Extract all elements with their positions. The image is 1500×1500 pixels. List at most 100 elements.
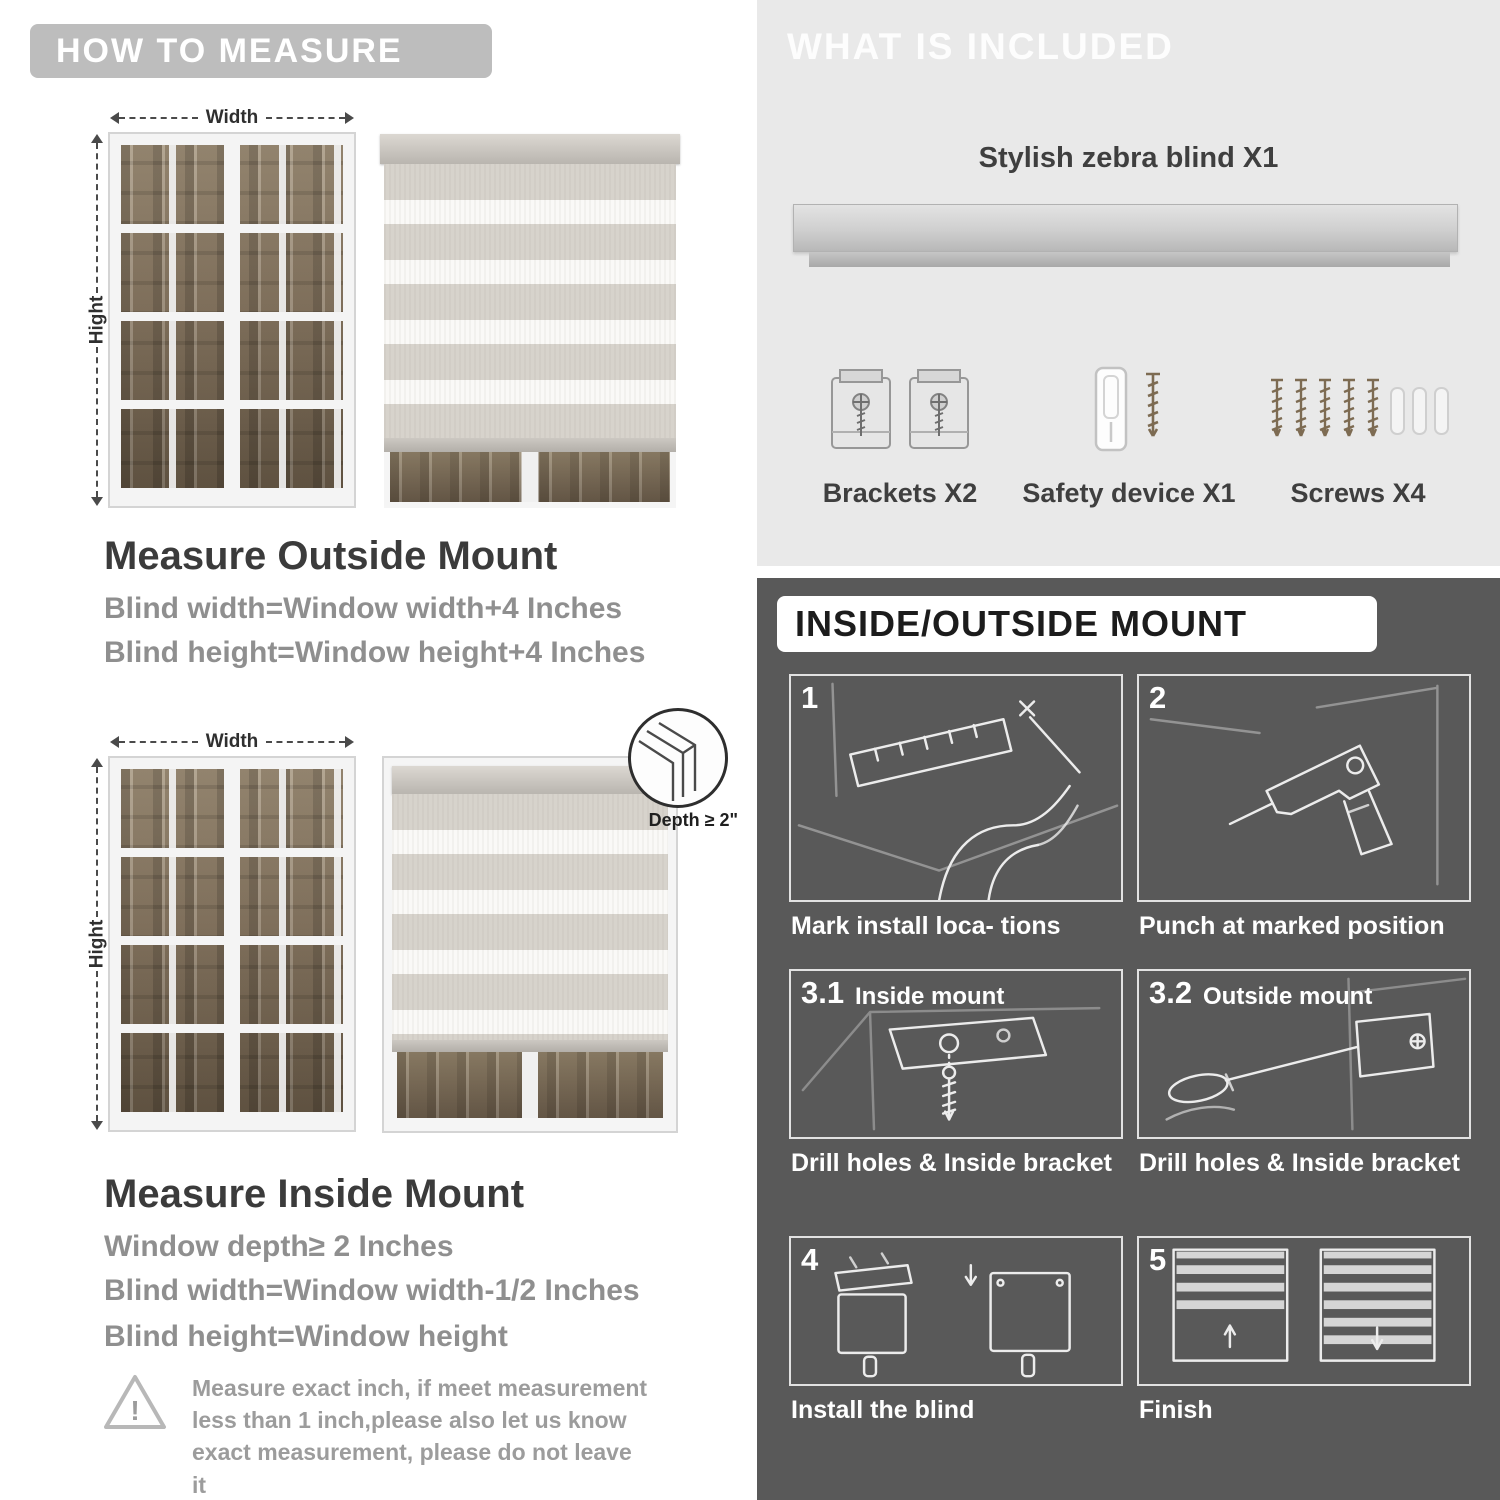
inside-formula-height: Blind height=Window height bbox=[104, 1320, 508, 1353]
inside-outside-mount-title: INSIDE/OUTSIDE MOUNT bbox=[795, 603, 1248, 644]
step-caption: Drill holes & Inside bracket bbox=[791, 1149, 1112, 1177]
warning-icon: ! bbox=[104, 1375, 166, 1429]
blind-bottomrail bbox=[384, 438, 676, 452]
mount-type-label: Inside mount bbox=[855, 983, 1005, 1010]
how-to-measure-title-bar: HOW TO MEASURE bbox=[30, 24, 492, 78]
step-number: 3.2 bbox=[1149, 975, 1193, 1010]
brackets-item: Brackets X2 bbox=[787, 362, 1013, 509]
step-3-1-panel: 3.1 Inside mount bbox=[789, 969, 1123, 1139]
arrow-left-icon bbox=[110, 112, 119, 124]
screws-icon bbox=[1269, 378, 1449, 438]
mount-steps-grid: 1 bbox=[789, 674, 1471, 1425]
blind-stripes bbox=[384, 164, 676, 438]
window-under-blind bbox=[392, 1052, 668, 1123]
step-number: 1 bbox=[801, 680, 819, 715]
mount-steps-panel: INSIDE/OUTSIDE MOUNT 1 bbox=[757, 578, 1500, 1500]
width-label: Width bbox=[205, 731, 259, 752]
step-2: 2 Pun bbox=[1137, 674, 1471, 941]
inside-mount-heading: Measure Inside Mount bbox=[104, 1172, 525, 1216]
height-dimension: Hight bbox=[84, 134, 110, 506]
step-caption: Mark install loca- tions bbox=[791, 912, 1061, 940]
step-1-panel: 1 bbox=[789, 674, 1123, 902]
install-blind-illustration bbox=[834, 1252, 1071, 1378]
step-4: 4 Install the b bbox=[789, 1236, 1123, 1425]
step-caption: Drill holes & Inside bracket bbox=[1139, 1149, 1460, 1177]
height-label: Hight bbox=[86, 295, 108, 345]
drill-illustration bbox=[1149, 684, 1439, 886]
step-number: 5 bbox=[1149, 1242, 1167, 1277]
step-4-panel: 4 bbox=[789, 1236, 1123, 1386]
step-5-panel: 5 bbox=[1137, 1236, 1471, 1386]
inside-mount-figure: Width Hight bbox=[84, 708, 738, 1131]
depth-detail-magnifier bbox=[628, 708, 728, 808]
mark-location-illustration bbox=[797, 682, 1119, 900]
included-parts-row: Brackets X2 Safety device X1 bbox=[787, 362, 1471, 509]
step-1: 1 bbox=[789, 674, 1123, 941]
safety-device-item: Safety device X1 bbox=[1016, 362, 1242, 509]
step-number: 2 bbox=[1149, 680, 1167, 715]
what-is-included-panel: WHAT IS INCLUDED Stylish zebra blind X1 bbox=[757, 0, 1500, 566]
outside-formula-width: Blind width=Window width+4 Inches bbox=[104, 592, 623, 625]
window-photo bbox=[110, 134, 354, 506]
warning-text: Measure exact inch, if meet measurement … bbox=[192, 1375, 648, 1498]
measured-window-inside: Width Hight bbox=[84, 731, 354, 1130]
inside-formula-width: Blind width=Window width-1/2 Inches bbox=[104, 1274, 640, 1307]
step-2-panel: 2 bbox=[1137, 674, 1471, 902]
headrail-lip bbox=[809, 252, 1450, 267]
step-number: 3.1 bbox=[801, 975, 845, 1010]
step-5: 5 bbox=[1137, 1236, 1471, 1425]
window-under-blind bbox=[384, 452, 676, 508]
measured-window-outside: Width Hight bbox=[84, 107, 354, 506]
width-label: Width bbox=[205, 107, 259, 128]
zebra-blind-illustration-outside bbox=[380, 134, 680, 508]
arrow-up-icon bbox=[91, 758, 103, 767]
blind-headrail bbox=[392, 766, 668, 794]
outside-mount-heading: Measure Outside Mount bbox=[104, 534, 558, 578]
step-3-1: 3.1 Inside mount bbox=[789, 969, 1123, 1178]
brackets-label: Brackets X2 bbox=[822, 478, 978, 508]
brackets-icon bbox=[831, 369, 969, 449]
height-label: Hight bbox=[86, 919, 108, 969]
outside-formula-height: Blind height=Window height+4 Inches bbox=[104, 636, 646, 669]
measurement-warning: ! Measure exact inch, if meet measuremen… bbox=[102, 1372, 662, 1500]
blind-headrail bbox=[380, 134, 680, 164]
inside-formula-depth: Window depth≥ 2 Inches bbox=[104, 1230, 454, 1263]
window-photo bbox=[110, 758, 354, 1130]
step-number: 4 bbox=[801, 1242, 819, 1277]
svg-text:!: ! bbox=[130, 1395, 139, 1426]
screws-label: Screws X4 bbox=[1290, 478, 1426, 508]
finish-illustration bbox=[1172, 1248, 1436, 1362]
step-caption: Install the blind bbox=[791, 1396, 975, 1424]
safety-device-icon bbox=[1094, 366, 1160, 452]
depth-label: Depth ≥ 2" bbox=[648, 810, 738, 830]
arrow-left-icon bbox=[110, 736, 119, 748]
blind-bottomrail bbox=[392, 1040, 668, 1052]
what-is-included-title: WHAT IS INCLUDED bbox=[787, 26, 1174, 67]
how-to-measure-panel: HOW TO MEASURE Width Hight bbox=[30, 24, 738, 1500]
zebra-blind-illustration-inside: Depth ≥ 2" bbox=[384, 708, 738, 1131]
width-dimension: Width bbox=[110, 731, 354, 752]
inside-outside-mount-title-bar: INSIDE/OUTSIDE MOUNT bbox=[777, 596, 1377, 652]
outside-bracket-illustration bbox=[1165, 977, 1467, 1131]
width-dimension: Width bbox=[110, 107, 354, 128]
frame-corner-icon bbox=[638, 721, 697, 801]
safety-device-label: Safety device X1 bbox=[1022, 478, 1236, 508]
screws-item: Screws X4 bbox=[1245, 362, 1471, 509]
arrow-down-icon bbox=[91, 1121, 103, 1130]
headrail-illustration bbox=[793, 204, 1458, 267]
step-caption: Punch at marked position bbox=[1139, 912, 1445, 940]
blind-stripes bbox=[392, 794, 668, 1040]
arrow-right-icon bbox=[345, 736, 354, 748]
inside-bracket-illustration bbox=[801, 1006, 1101, 1131]
arrow-right-icon bbox=[345, 112, 354, 124]
outside-mount-figure: Width Hight bbox=[84, 107, 680, 508]
step-caption: Finish bbox=[1139, 1396, 1213, 1424]
arrow-down-icon bbox=[91, 497, 103, 506]
arrow-up-icon bbox=[91, 134, 103, 143]
step-3-2: 3.2 Outside mount bbox=[1137, 969, 1471, 1178]
mount-type-label: Outside mount bbox=[1203, 983, 1373, 1010]
height-dimension: Hight bbox=[84, 758, 110, 1130]
how-to-measure-title: HOW TO MEASURE bbox=[56, 31, 403, 70]
headrail-top bbox=[793, 204, 1458, 252]
